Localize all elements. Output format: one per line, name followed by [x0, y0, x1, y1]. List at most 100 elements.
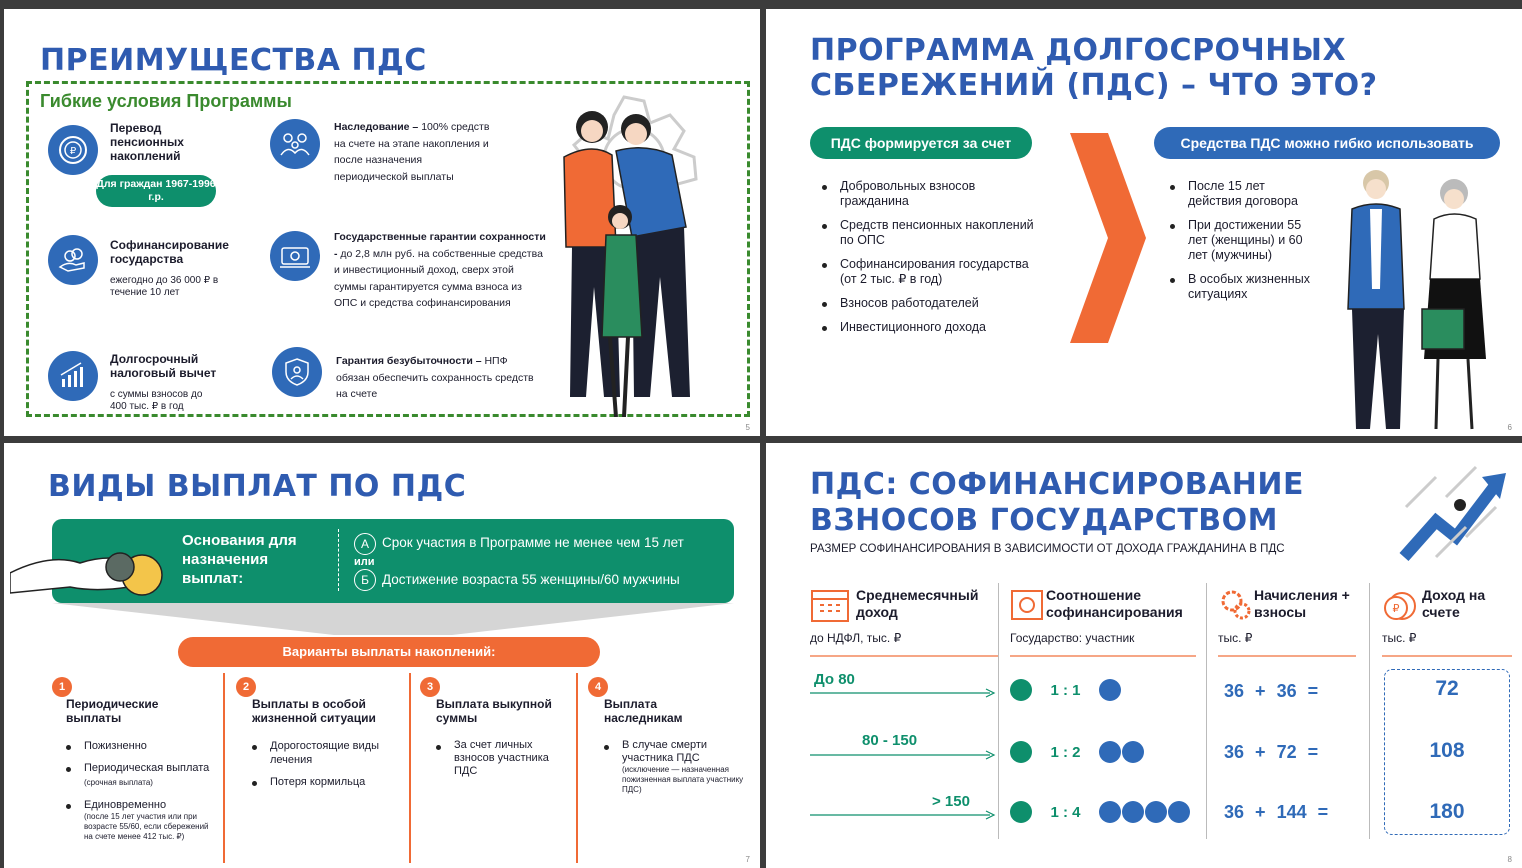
usage-list: После 15 лет действия договора При дости… — [1170, 179, 1320, 311]
flexible-conditions-frame — [26, 81, 750, 417]
growth-arrows-illustration — [1399, 465, 1506, 561]
col-accruals-sub: тыс. ₽ — [1218, 631, 1253, 645]
participant-amount: 72 — [1276, 742, 1297, 762]
state-amount: 36 — [1224, 681, 1245, 701]
column-divider — [1206, 583, 1207, 839]
list-item: Потеря кормильца — [252, 775, 402, 789]
income-bracket: 80 - 150 — [862, 732, 918, 749]
item-no-loss-text: НПФ обязан обеспечить сохранность средст… — [336, 355, 534, 400]
col-ratio-sub: Государство: участник — [1010, 631, 1135, 645]
item-tax-title: Долгосрочный налоговый вычет — [110, 352, 217, 380]
title-line-1: ПДС: СОФИНАНСИРОВАНИЕ — [810, 467, 1305, 502]
col-income-account-title: Доход на счете — [1422, 587, 1486, 620]
title-line-2: СБЕРЕЖЕНИЙ (ПДС) – ЧТО ЭТО? — [810, 68, 1378, 103]
hand-coin-icon — [10, 552, 163, 596]
num-badge-3: 3 — [420, 677, 440, 697]
family-illustration — [563, 95, 698, 417]
equals-sign: = — [1307, 742, 1319, 762]
variants-header: Варианты выплаты накоплений: — [178, 637, 600, 667]
page-number: 5 — [745, 423, 750, 432]
list-item: Периодическая выплата (срочная выплата) — [66, 761, 226, 790]
conditions-banner — [52, 519, 734, 603]
col-3-title: Выплата выкупной суммы — [436, 697, 552, 725]
item-transfer-title: Перевод пенсионных накоплений — [110, 121, 184, 163]
participant-amount: 144 — [1276, 802, 1307, 822]
plus-sign: + — [1255, 742, 1266, 762]
slide-title: ПРОГРАММА ДОЛГОСРОЧНЫХ СБЕРЕЖЕНИЙ (ПДС) … — [810, 33, 1378, 103]
item-cofinancing-text: ежегодно до 36 000 ₽ в течение 10 лет — [110, 275, 219, 298]
arrow-icon — [810, 750, 996, 760]
item-cofinancing-title: Софинансирование государства — [110, 238, 229, 266]
sources-header: ПДС формируется за счет — [810, 127, 1032, 159]
participant-circle — [1144, 801, 1167, 823]
arrow-icon — [810, 810, 996, 820]
ratio-row: 1 : 4 — [1010, 801, 1191, 823]
list-item: Софинансирования государства (от 2 тыс. … — [822, 257, 1042, 287]
state-circle — [1010, 741, 1032, 763]
participant-circle — [1098, 679, 1121, 701]
column-divider — [998, 583, 999, 839]
shield-icon — [272, 347, 322, 397]
slide-7[interactable]: ВИДЫ ВЫПЛАТ ПО ПДС Основания для назначе… — [4, 443, 760, 868]
plus-sign: + — [1255, 802, 1266, 822]
item-guarantees: Государственные гарантии сохранности - д… — [334, 229, 546, 312]
funnel-shape — [52, 603, 734, 635]
slide-8[interactable]: ПДС: СОФИНАНСИРОВАНИЕ ВЗНОСОВ ГОСУДАРСТВ… — [766, 443, 1522, 868]
arrow-icon — [810, 688, 996, 698]
header-underline — [1382, 655, 1512, 657]
subtitle: Гибкие условия Программы — [40, 91, 292, 111]
slide-title: ВИДЫ ВЫПЛАТ ПО ПДС — [48, 469, 467, 504]
item-tax-text: с суммы взносов до 400 тыс. ₽ в год — [110, 389, 203, 412]
col-2-title: Выплаты в особой жизненной ситуации — [252, 697, 376, 725]
title-line-2: ВЗНОСОВ ГОСУДАРСТВОМ — [810, 503, 1279, 538]
cond-a-text: Срок участия в Программе не менее чем 15… — [382, 535, 684, 550]
item-no-loss: Гарантия безубыточности – НПФ обязан обе… — [336, 353, 536, 403]
list-item: Взносов работодателей — [822, 296, 1042, 311]
cond-b-letter: Б — [354, 569, 376, 591]
column-divider — [409, 673, 411, 863]
ruble-coin-icon: ₽ — [48, 125, 98, 175]
list-item: В случае смерти участника ПДС(исключение… — [604, 739, 752, 795]
page-number: 8 — [1507, 855, 1512, 864]
slide-5[interactable]: ПРЕИМУЩЕСТВА ПДС Гибкие условия Программ… — [4, 9, 760, 436]
ratio-row: 1 : 2 — [1010, 741, 1145, 763]
list-item: Дорогостоящие виды лечения — [252, 739, 402, 767]
sources-list: Добровольных взносов гражданина Средств … — [822, 179, 1042, 344]
chevron-arrow-icon — [1070, 133, 1146, 343]
participant-circle — [1098, 741, 1121, 763]
gears-icon — [1221, 590, 1251, 620]
slide-6[interactable]: ПРОГРАММА ДОЛГОСРОЧНЫХ СБЕРЕЖЕНИЙ (ПДС) … — [766, 9, 1522, 436]
or-text: или — [354, 556, 375, 568]
state-circle — [1010, 801, 1032, 823]
item-no-loss-title: Гарантия безубыточности – — [336, 355, 485, 367]
ratio-text: 1 : 2 — [1050, 743, 1081, 761]
item-inheritance: Наследование – 100% средств на счете на … — [334, 119, 494, 185]
slide-subtitle: РАЗМЕР СОФИНАНСИРОВАНИЯ В ЗАВИСИМОСТИ ОТ… — [810, 543, 1285, 555]
col-4-title: Выплата наследникам — [604, 697, 683, 725]
header-underline — [1218, 655, 1356, 657]
growth-chart-icon — [48, 351, 98, 401]
title-line-1: ПРОГРАММА ДОЛГОСРОЧНЫХ — [810, 33, 1347, 68]
income-bracket: > 150 — [932, 793, 970, 810]
col-income-account-sub: тыс. ₽ — [1382, 631, 1417, 645]
participant-circle — [1121, 801, 1144, 823]
calendar-icon — [811, 590, 849, 622]
plus-sign: + — [1255, 681, 1266, 701]
list-item: За счет личных взносов участника ПДС — [436, 739, 566, 778]
column-divider — [576, 673, 578, 863]
family-icon — [270, 119, 320, 169]
item-guarantees-text: до 2,8 млн руб. на собственные средства … — [334, 247, 543, 310]
state-amount: 36 — [1224, 742, 1245, 762]
col-ratio-title: Соотношение софинансирования — [1046, 587, 1183, 620]
header-underline — [810, 655, 998, 657]
item-inheritance-text: 100% средств на счете на этапе накоплени… — [334, 121, 490, 183]
ratio-icon — [1011, 590, 1043, 620]
col-income-title: Среднемесячный доход — [856, 587, 979, 620]
banner-label: Основания для назначения выплат: — [182, 532, 297, 587]
list-item: Единовременно(после 15 лет участия или п… — [66, 798, 226, 842]
column-divider — [223, 673, 225, 863]
col-accruals-title: Начисления + взносы — [1254, 587, 1350, 620]
participant-circle — [1121, 741, 1144, 763]
income-bracket: До 80 — [814, 671, 855, 688]
svg-text:₽: ₽ — [70, 146, 77, 157]
